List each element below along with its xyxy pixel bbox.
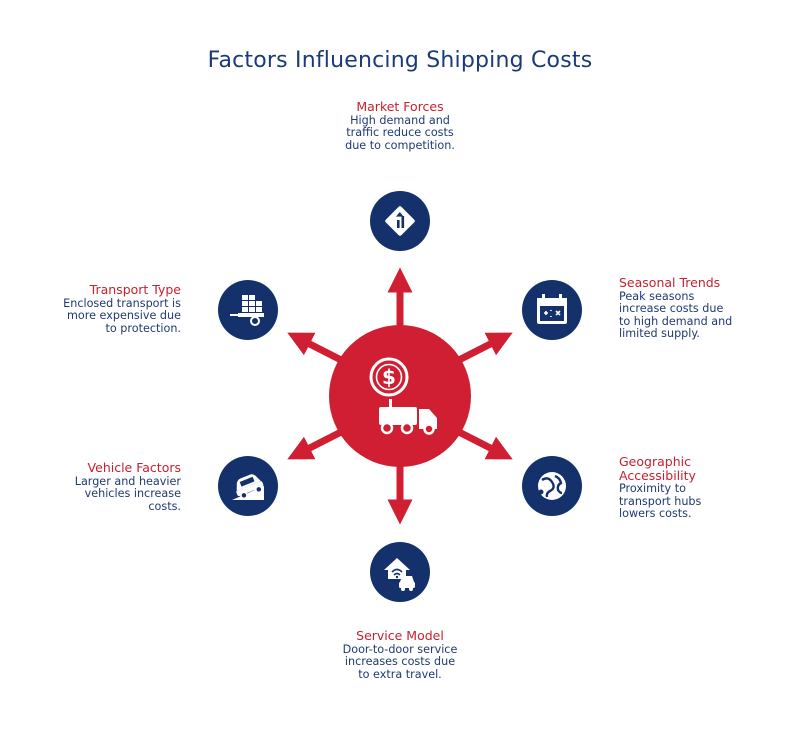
node-transport-type: [218, 280, 278, 340]
factor-heading: Geographic Accessibility: [619, 454, 696, 483]
factor-description: Peak seasons increase costs due to high …: [619, 289, 733, 341]
factor-description: Proximity to transport hubs lowers costs…: [619, 482, 702, 521]
svg-text:$: $: [382, 365, 396, 389]
car-incline-icon: [232, 474, 264, 500]
calendar-icon: [537, 294, 567, 324]
factor-heading: Market Forces: [356, 99, 444, 114]
arrow-upper-right: [453, 332, 513, 366]
label-service-model: Service Model Door-to-door service incre…: [340, 629, 460, 681]
factor-description: High demand and traffic reduce costs due…: [345, 113, 455, 152]
node-seasonal-trends: [522, 280, 582, 340]
node-geographic-accessibility: [522, 456, 582, 516]
label-market-forces: Market Forces High demand and traffic re…: [330, 100, 470, 152]
factor-description: Door-to-door service increases costs due…: [342, 642, 458, 681]
label-transport-type: Transport Type Enclosed transport is mor…: [60, 283, 181, 335]
page-title: Factors Influencing Shipping Costs: [207, 48, 593, 73]
node-vehicle-factors: [218, 456, 278, 516]
label-vehicle-factors: Vehicle Factors Larger and heavier vehic…: [66, 461, 181, 513]
factor-heading: Vehicle Factors: [87, 460, 181, 475]
factor-heading: Service Model: [356, 628, 444, 643]
label-geographic-accessibility: Geographic Accessibility Proximity to tr…: [619, 455, 729, 521]
cargo-trailer-icon: [230, 295, 264, 326]
factor-description: Larger and heavier vehicles increase cos…: [74, 474, 181, 513]
home-delivery-icon: [384, 558, 415, 591]
node-service-model: [370, 542, 430, 602]
label-seasonal-trends: Seasonal Trends Peak seasons increase co…: [619, 276, 737, 341]
arrow-lower-right: [453, 426, 513, 460]
dollar-truck-icon: $: [369, 357, 437, 435]
arrow-lower-left: [287, 426, 347, 460]
direction-sign-icon: [385, 206, 415, 236]
node-market-forces: [370, 191, 430, 251]
globe-route-icon: [538, 472, 566, 500]
arrow-upper-left: [287, 332, 347, 366]
factor-heading: Seasonal Trends: [619, 275, 721, 290]
factor-description: Enclosed transport is more expensive due…: [63, 296, 181, 335]
central-hub: $: [329, 325, 471, 467]
factor-heading: Transport Type: [89, 282, 181, 297]
